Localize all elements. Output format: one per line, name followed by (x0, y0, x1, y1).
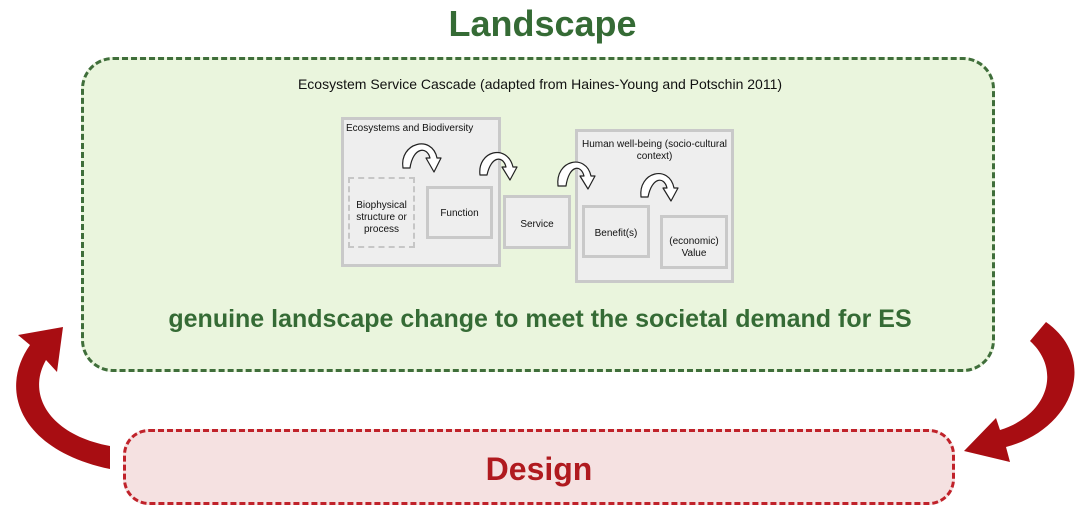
landscape-title: Landscape (448, 3, 637, 44)
biophysical-box (348, 177, 415, 248)
ecosystems-label: Ecosystems and Biodiversity (346, 123, 474, 134)
cascade-title: Ecosystem Service Cascade (adapted from … (297, 76, 783, 92)
wellbeing-label: Human well-being (socio-cultural context… (581, 139, 728, 162)
function-label: Function (440, 208, 479, 219)
benefits-box (582, 205, 650, 258)
biophysical-label: Biophysical structure or process (356, 200, 407, 235)
service-label: Service (520, 219, 554, 230)
value-box (660, 215, 728, 269)
design-label: Design (485, 451, 593, 487)
value-label: (economic) Value (669, 236, 719, 259)
genuine-change-text: genuine landscape change to meet the soc… (168, 305, 912, 333)
function-box (426, 186, 493, 239)
service-box (503, 195, 571, 249)
design-box (123, 429, 955, 505)
benefits-label: Benefit(s) (594, 228, 638, 239)
